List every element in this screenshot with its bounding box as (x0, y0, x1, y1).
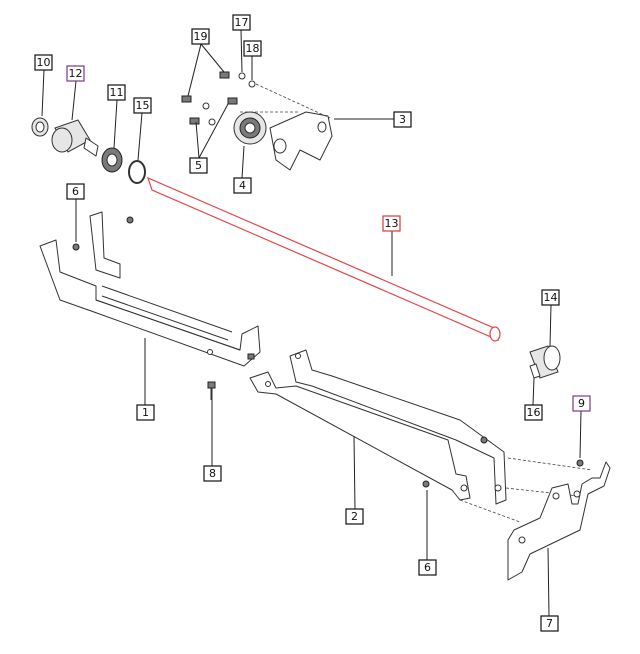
callout-11: 11 (107, 84, 126, 101)
svg-text:13: 13 (385, 217, 399, 230)
svg-text:3: 3 (399, 113, 406, 126)
callout-5: 5 (189, 157, 208, 174)
svg-text:12: 12 (69, 67, 83, 80)
part-10-washer (31, 117, 49, 137)
callout-13: 13 (382, 215, 401, 232)
svg-text:17: 17 (235, 16, 249, 29)
part-8-screw (207, 353, 255, 400)
callout-9: 9 (572, 395, 591, 412)
svg-text:5: 5 (195, 159, 202, 172)
callout-8: 8 (203, 465, 222, 482)
callout-3: 3 (393, 111, 412, 128)
callout-18: 18 (243, 40, 262, 57)
leader-lines (41, 29, 582, 617)
callout-4: 4 (233, 177, 252, 194)
callout-2: 2 (345, 508, 364, 525)
svg-text:1: 1 (142, 406, 149, 419)
part-15-clip-ring (128, 160, 146, 184)
svg-text:7: 7 (546, 617, 553, 630)
part-2-frame (249, 349, 507, 505)
callout-15: 15 (133, 97, 152, 114)
callout-7: 7 (540, 615, 559, 632)
part-19-screws (181, 71, 238, 125)
callout-14: 14 (541, 289, 560, 306)
callout-10: 10 (34, 54, 53, 71)
svg-text:18: 18 (246, 42, 260, 55)
svg-text:15: 15 (136, 99, 150, 112)
callout-6-top: 6 (66, 183, 85, 200)
part-11-gear (101, 147, 123, 173)
svg-text:11: 11 (110, 86, 124, 99)
part-17-18-washers (202, 72, 256, 126)
part-16-pin (529, 363, 541, 379)
svg-text:16: 16 (527, 406, 541, 419)
svg-text:10: 10 (37, 56, 51, 69)
svg-text:14: 14 (544, 291, 558, 304)
part-12-bushing (51, 119, 99, 157)
part-3-bearing-bracket (269, 111, 333, 171)
svg-text:4: 4 (239, 179, 246, 192)
callout-6-bottom: 6 (418, 559, 437, 576)
callout-16: 16 (524, 404, 543, 421)
svg-text:9: 9 (578, 397, 585, 410)
svg-text:8: 8 (209, 467, 216, 480)
callout-1: 1 (136, 404, 155, 421)
svg-text:6: 6 (424, 561, 431, 574)
svg-text:2: 2 (351, 510, 358, 523)
callout-17: 17 (232, 14, 251, 31)
svg-text:19: 19 (194, 30, 208, 43)
callout-19: 19 (191, 28, 210, 45)
part-1-frame (39, 211, 261, 367)
svg-text:6: 6 (72, 185, 79, 198)
part-13-shaft (147, 176, 501, 342)
callout-12: 12 (66, 65, 85, 82)
part-7-bracket (507, 459, 611, 581)
part-4-bearing (233, 111, 267, 145)
